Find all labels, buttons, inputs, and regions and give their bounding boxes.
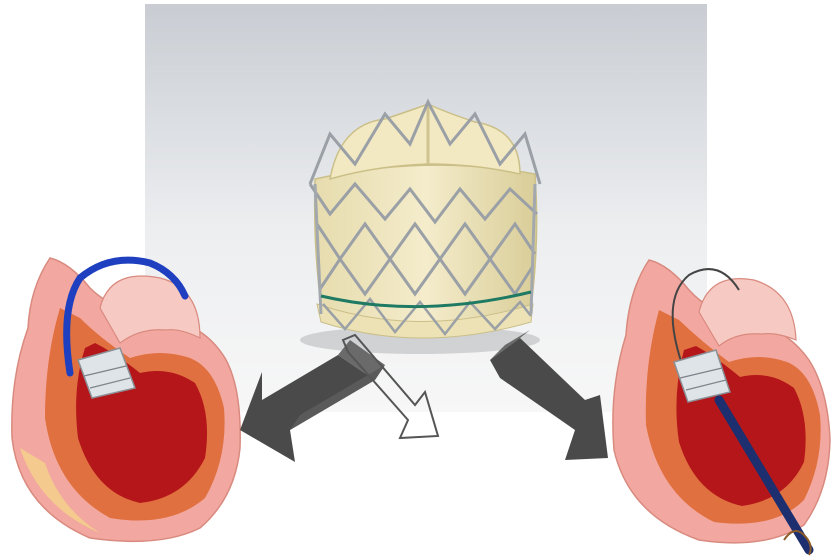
arrow-right — [490, 330, 608, 460]
arrow-left — [240, 340, 385, 462]
